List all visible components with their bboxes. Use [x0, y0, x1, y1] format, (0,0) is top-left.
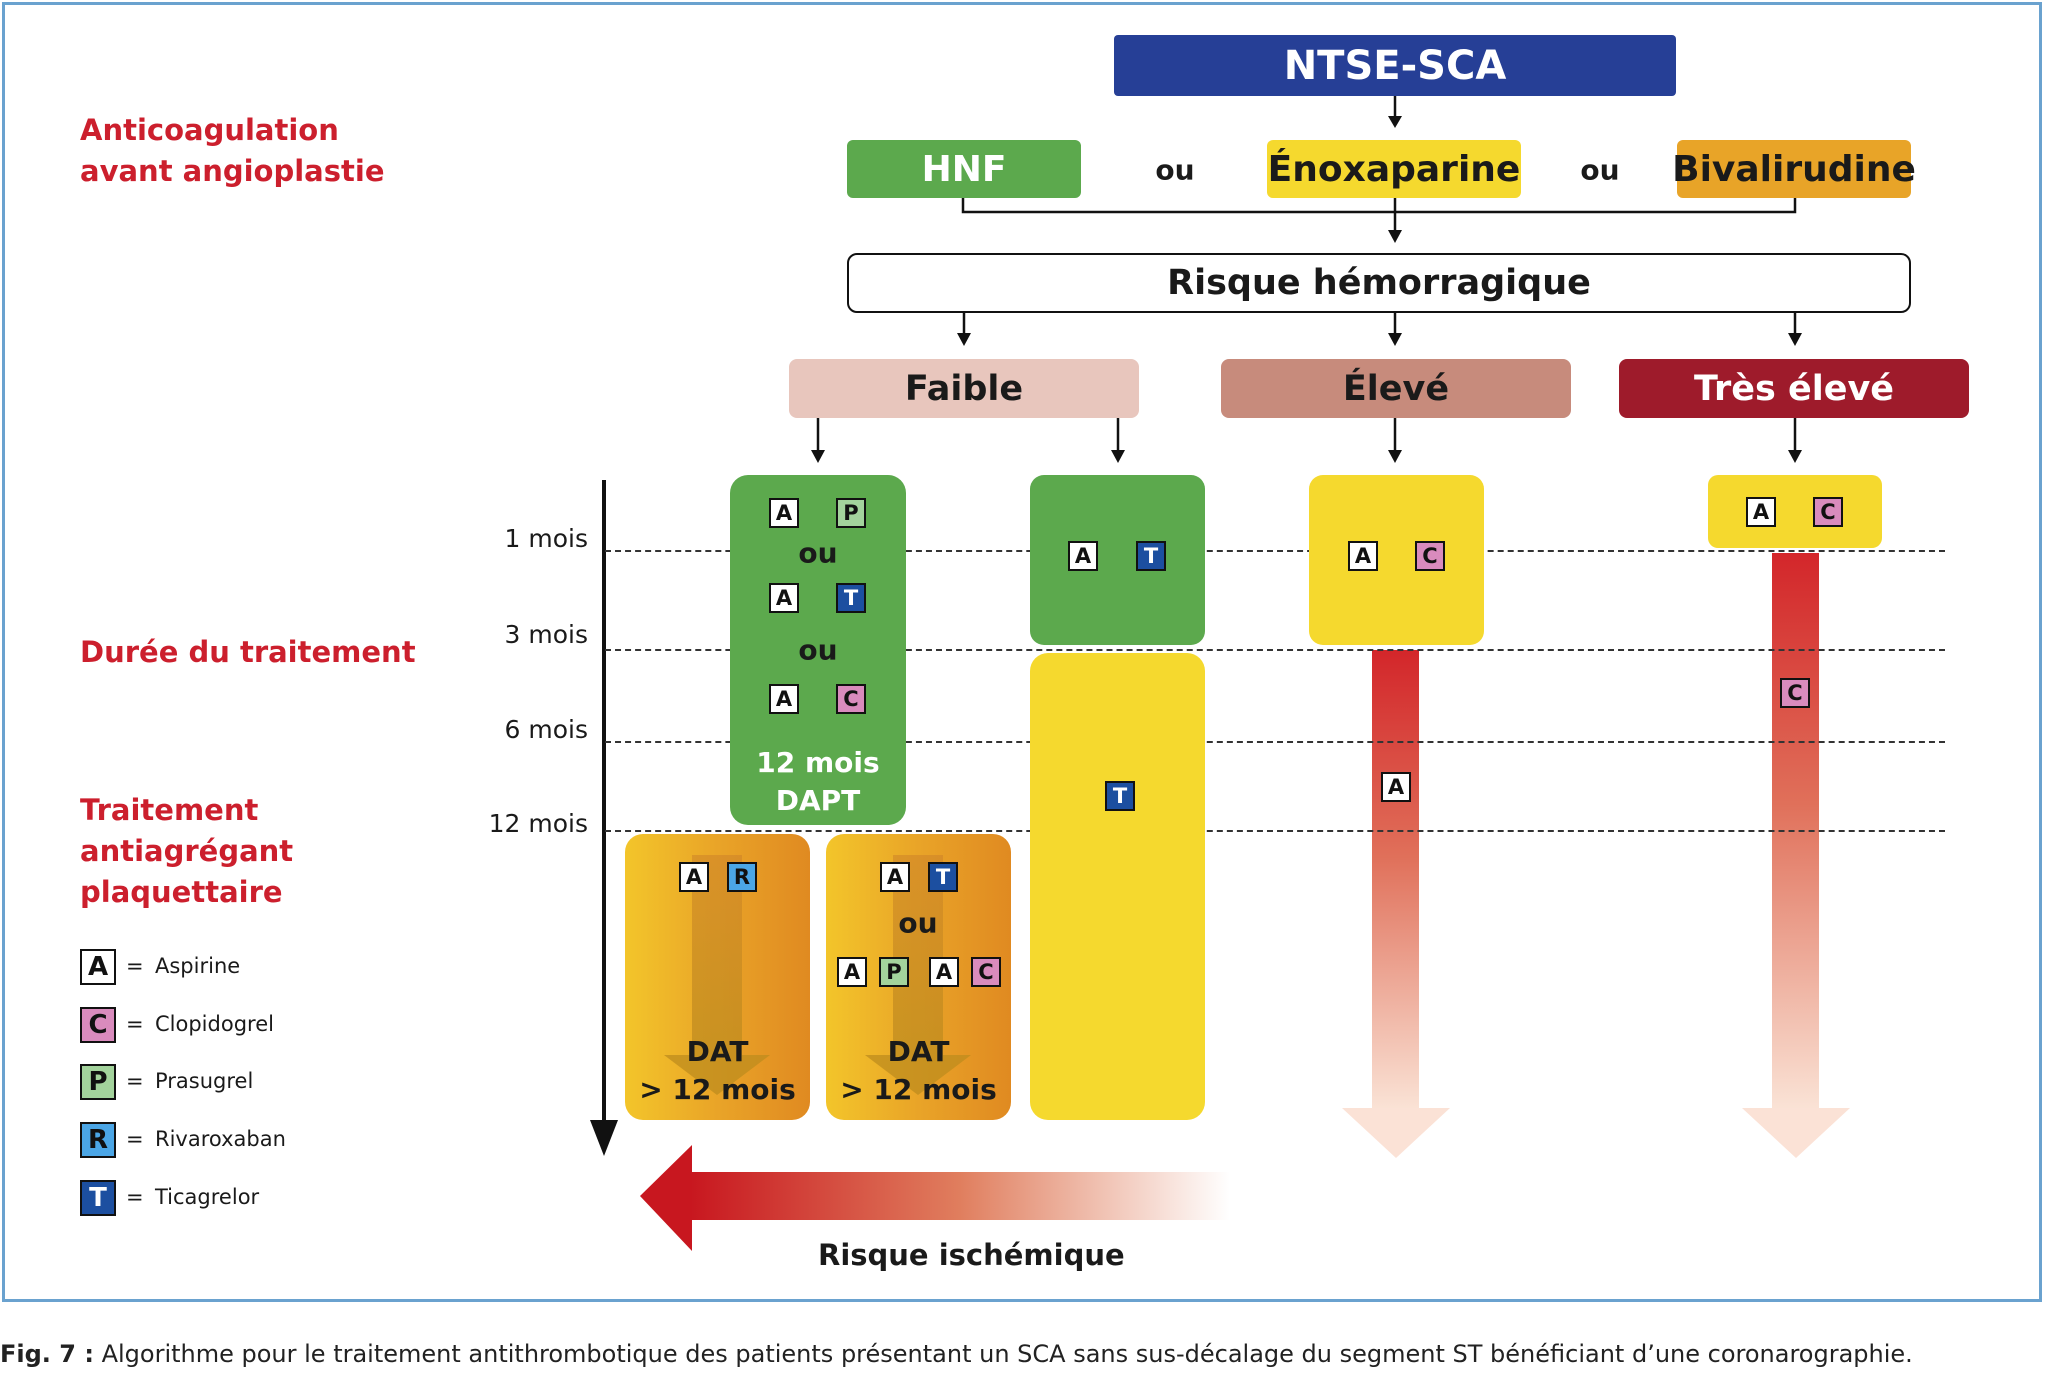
duree-label: Durée du traitement — [80, 635, 416, 669]
eleve-dapt-box — [1309, 475, 1484, 645]
drug-aspirine: A — [837, 957, 867, 987]
drug-aspirine: A — [769, 498, 799, 528]
dat-label: DAT > 12 mois — [639, 1035, 796, 1106]
ticagrelor-dapt-box — [1030, 475, 1205, 645]
drug-aspirine: A — [1068, 541, 1098, 571]
drug-ticagrelor: T — [1136, 541, 1166, 571]
drug-ticagrelor: T — [928, 862, 958, 892]
ticagrelor-mono-box — [1030, 653, 1205, 1120]
traitement-label: Traitement antiagrégant plaquettaire — [80, 793, 294, 909]
legend-eq: = — [126, 1012, 144, 1036]
ntse-sca-box: NTSE-SCA — [1114, 35, 1676, 96]
dat-label: DAT > 12 mois — [840, 1035, 997, 1106]
risque-hemorragique-box: Risque hémorragique — [847, 253, 1911, 313]
drug-clopidogrel: C — [1813, 497, 1843, 527]
legend-rivaroxaban-icon: R — [80, 1122, 116, 1158]
drug-prasugrel: P — [879, 957, 909, 987]
eleve-duration-arrow — [1342, 650, 1450, 1158]
month-line-12 — [605, 830, 1945, 832]
ou-text: ou — [1580, 153, 1620, 187]
drug-ticagrelor: T — [836, 583, 866, 613]
ou-text: ou — [798, 536, 838, 570]
drug-clopidogrel: C — [1415, 541, 1445, 571]
ou-text: ou — [1155, 153, 1195, 187]
legend-eq: = — [126, 954, 144, 978]
drug-ticagrelor: T — [1105, 781, 1135, 811]
legend-clopidogrel-icon: C — [80, 1007, 116, 1043]
drug-aspirine: A — [679, 862, 709, 892]
drug-aspirine: A — [880, 862, 910, 892]
drug-aspirine: A — [1348, 541, 1378, 571]
tres-eleve-box: Très élevé — [1619, 359, 1969, 418]
month-label-12: 12 mois — [488, 809, 588, 838]
drug-clopidogrel: C — [971, 957, 1001, 987]
month-label-6: 6 mois — [504, 715, 588, 744]
hnf-box: HNF — [847, 140, 1081, 198]
bivalirudine-box: Bivalirudine — [1672, 140, 1916, 198]
legend-eq: = — [126, 1127, 144, 1151]
month-line-6 — [605, 741, 1945, 743]
legend-eq: = — [126, 1185, 144, 1209]
dat-arrow-head — [865, 1055, 971, 1095]
dat-arrow-head — [664, 1055, 770, 1095]
month-label-1: 1 mois — [504, 524, 588, 553]
legend-aspirine-icon: A — [80, 949, 116, 985]
drug-clopidogrel: C — [836, 684, 866, 714]
ou-text: ou — [798, 633, 838, 667]
drug-aspirine: A — [1381, 772, 1411, 802]
dapt-box — [730, 475, 906, 825]
caption-text: Algorithme pour le traitement antithromb… — [93, 1340, 1913, 1368]
drug-rivaroxaban: R — [727, 862, 757, 892]
enoxaparine-box: Énoxaparine — [1267, 140, 1521, 198]
legend-prasugrel-icon: P — [80, 1064, 116, 1100]
faible-box: Faible — [789, 359, 1139, 418]
drug-aspirine: A — [769, 583, 799, 613]
drug-aspirine: A — [929, 957, 959, 987]
drug-aspirine: A — [1746, 497, 1776, 527]
drug-aspirine: A — [769, 684, 799, 714]
ischemic-risk-arrow — [640, 1145, 1230, 1251]
legend-aspirine-label: Aspirine — [155, 954, 241, 978]
tres-eleve-duration-arrow — [1742, 553, 1850, 1158]
caption-prefix: Fig. 7 : — [0, 1340, 94, 1368]
legend-ticagrelor-label: Ticagrelor — [155, 1185, 260, 1209]
legend-rivaroxaban-label: Rivaroxaban — [155, 1127, 286, 1151]
legend-ticagrelor-icon: T — [80, 1180, 116, 1216]
legend-clopidogrel-label: Clopidogrel — [155, 1012, 274, 1036]
ou-text: ou — [898, 906, 938, 940]
legend-eq: = — [126, 1069, 144, 1093]
drug-clopidogrel: C — [1780, 678, 1810, 708]
month-label-3: 3 mois — [504, 620, 588, 649]
tres-eleve-dapt-box — [1708, 475, 1882, 548]
month-line-3 — [605, 649, 1945, 651]
month-line-1 — [605, 550, 1945, 552]
figure-frame — [2, 2, 2042, 1302]
legend-prasugrel-label: Prasugrel — [155, 1069, 254, 1093]
ischemic-risk-label: Risque ischémique — [818, 1238, 1125, 1272]
figure-caption: Fig. 7 : Algorithme pour le traitement a… — [0, 1340, 1913, 1368]
drug-prasugrel: P — [836, 498, 866, 528]
anticoag-label: Anticoagulation avant angioplastie — [80, 113, 385, 188]
eleve-box: Élevé — [1221, 359, 1571, 418]
dapt-label: 12 mois DAPT — [756, 746, 880, 817]
